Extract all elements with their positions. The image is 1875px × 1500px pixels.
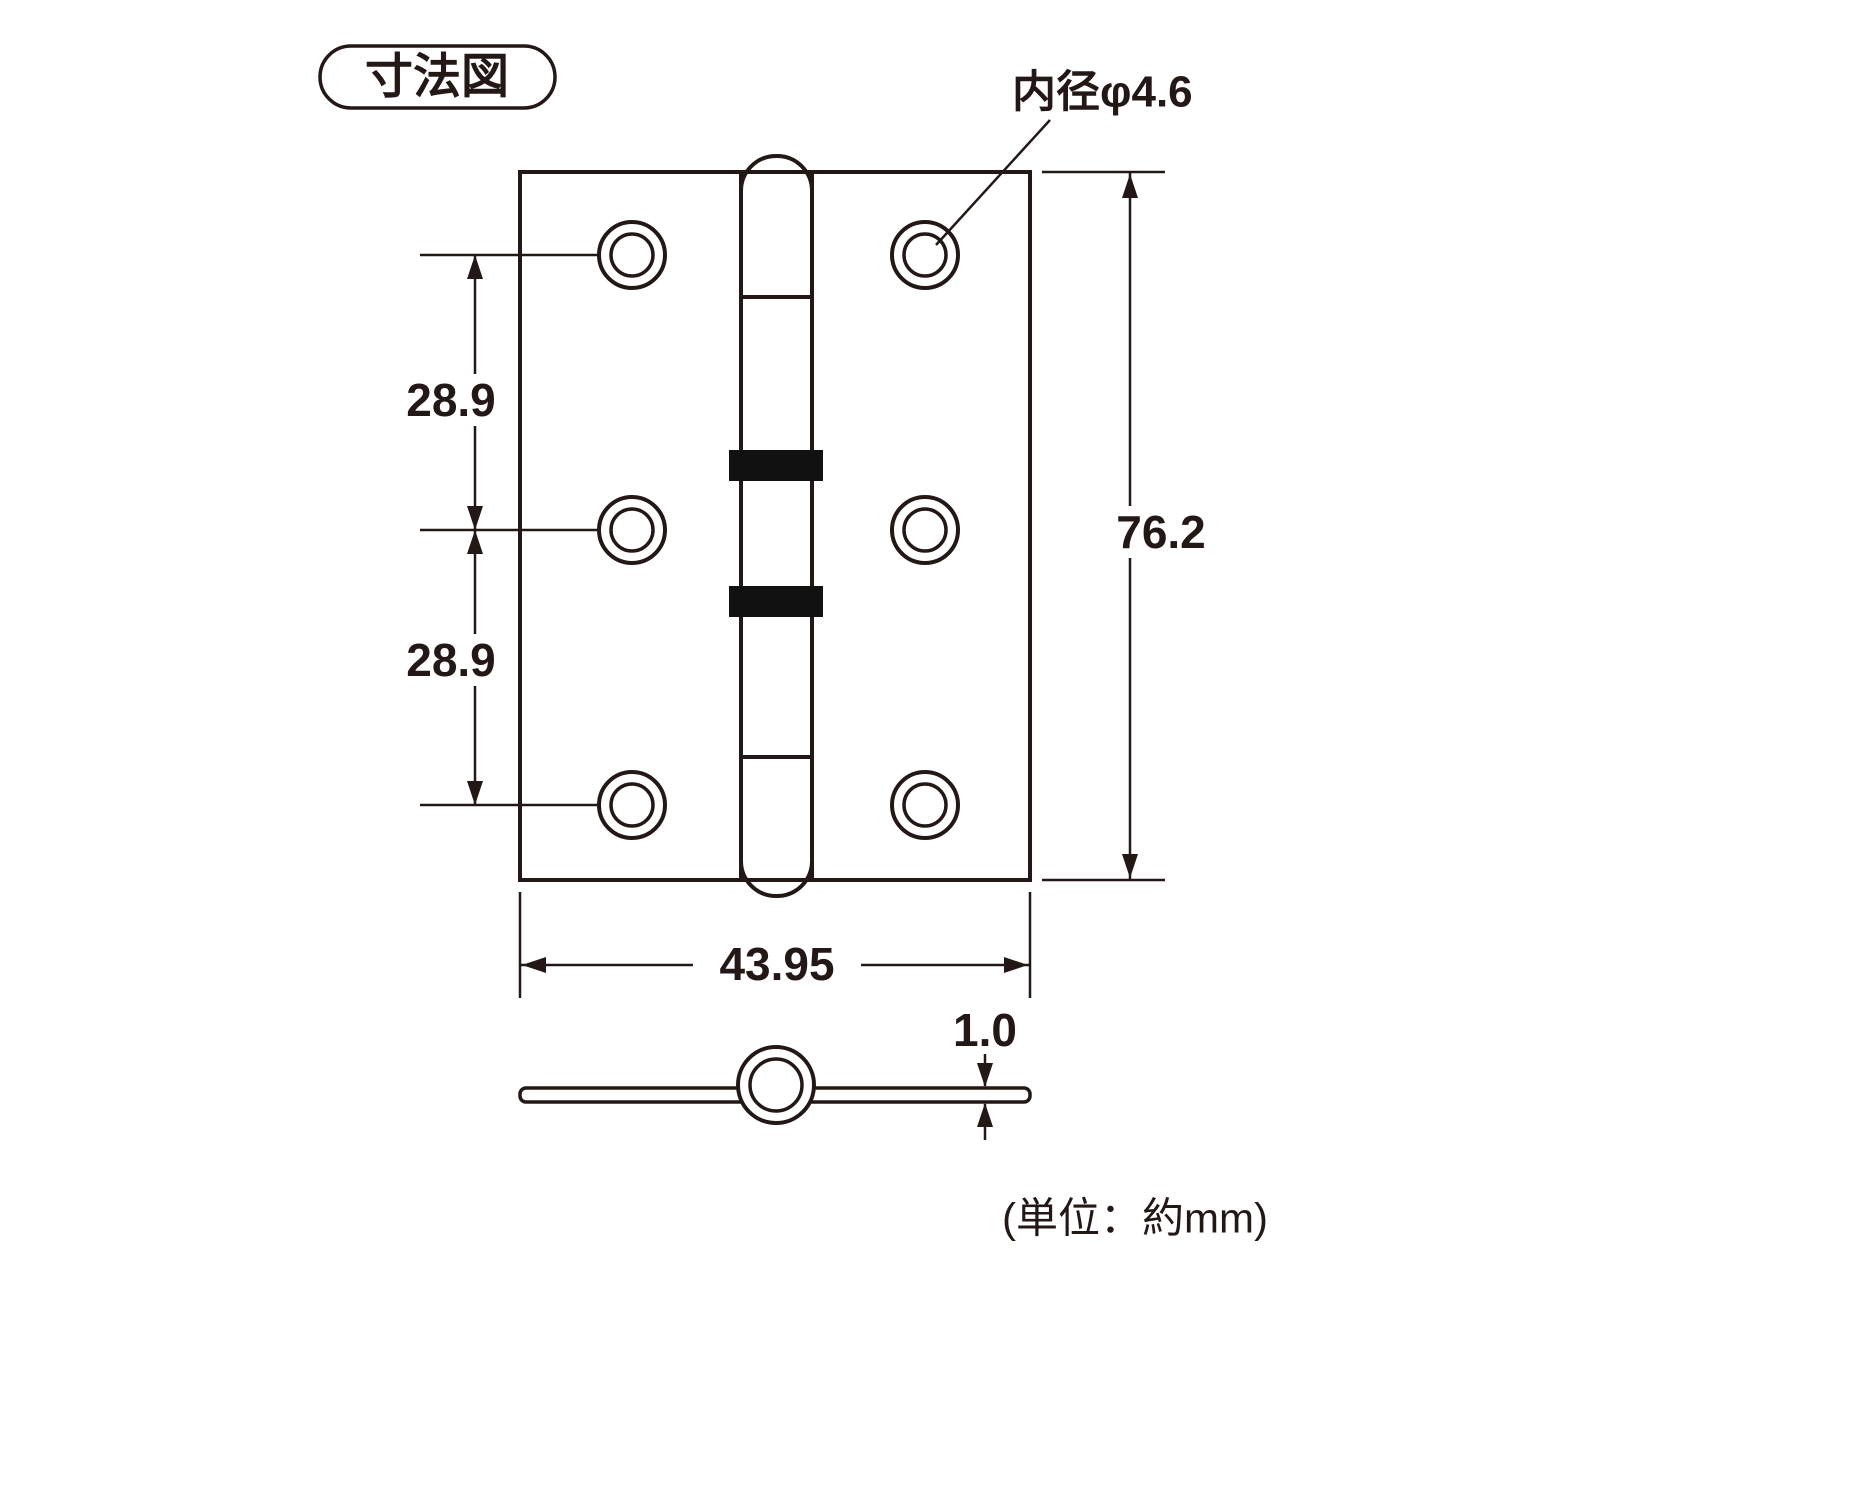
hinge-front-view xyxy=(518,154,1032,898)
hole-inner-diameter-label: 内径φ4.6 xyxy=(1012,68,1193,117)
callout-leader-line xyxy=(935,119,1051,246)
screw-hole-middle-right xyxy=(890,495,960,565)
arrowhead-up xyxy=(1122,174,1138,198)
hinge-side-view xyxy=(518,1045,1032,1125)
arrowhead-right xyxy=(1004,957,1028,973)
overall-width-label: 43.95 xyxy=(719,938,834,990)
side-view-leaf-left xyxy=(518,1086,748,1104)
arrowhead-up xyxy=(467,255,483,279)
title-badge: 寸法図 xyxy=(318,44,557,110)
hinge-knuckle-barrel xyxy=(739,154,814,898)
diagram-title: 寸法図 xyxy=(365,51,509,104)
dimension-hole-pitch: 28.9 28.9 xyxy=(392,253,598,807)
arrowhead-down xyxy=(467,506,483,530)
hole-diameter-callout: 内径φ4.6 xyxy=(935,68,1193,246)
knuckle-spacer-ring-lower xyxy=(729,586,823,617)
label-mask xyxy=(693,938,861,990)
plate-thickness-label: 1.0 xyxy=(953,1004,1017,1056)
screw-hole-bottom-left xyxy=(597,770,667,840)
dimension-width: 43.95 xyxy=(518,892,1032,998)
arrowhead-down xyxy=(467,781,483,805)
unit-note: (単位：約mm) xyxy=(1002,1195,1268,1242)
label-mask xyxy=(1096,506,1228,558)
hole-pitch-lower-label: 28.9 xyxy=(406,634,496,686)
label-mask xyxy=(392,374,510,426)
dimension-height: 76.2 xyxy=(1042,170,1228,882)
arrowhead-up xyxy=(467,530,483,554)
arrowhead-left xyxy=(522,957,546,973)
screw-hole-bottom-right xyxy=(890,770,960,840)
knuckle-spacer-ring-upper xyxy=(729,450,823,481)
hole-pitch-upper-label: 28.9 xyxy=(406,374,496,426)
dimension-thickness: 1.0 xyxy=(953,1004,1017,1140)
screw-hole-top-left xyxy=(597,220,667,290)
overall-height-label: 76.2 xyxy=(1116,506,1206,558)
side-view-leaf-right xyxy=(804,1086,1032,1104)
side-view-knuckle-inner xyxy=(748,1057,804,1113)
arrowhead-down xyxy=(977,1063,993,1087)
screw-hole-middle-left xyxy=(597,495,667,565)
arrowhead-down xyxy=(1122,854,1138,878)
title-border xyxy=(318,44,557,110)
label-mask xyxy=(392,634,510,686)
arrowhead-up xyxy=(977,1103,993,1127)
